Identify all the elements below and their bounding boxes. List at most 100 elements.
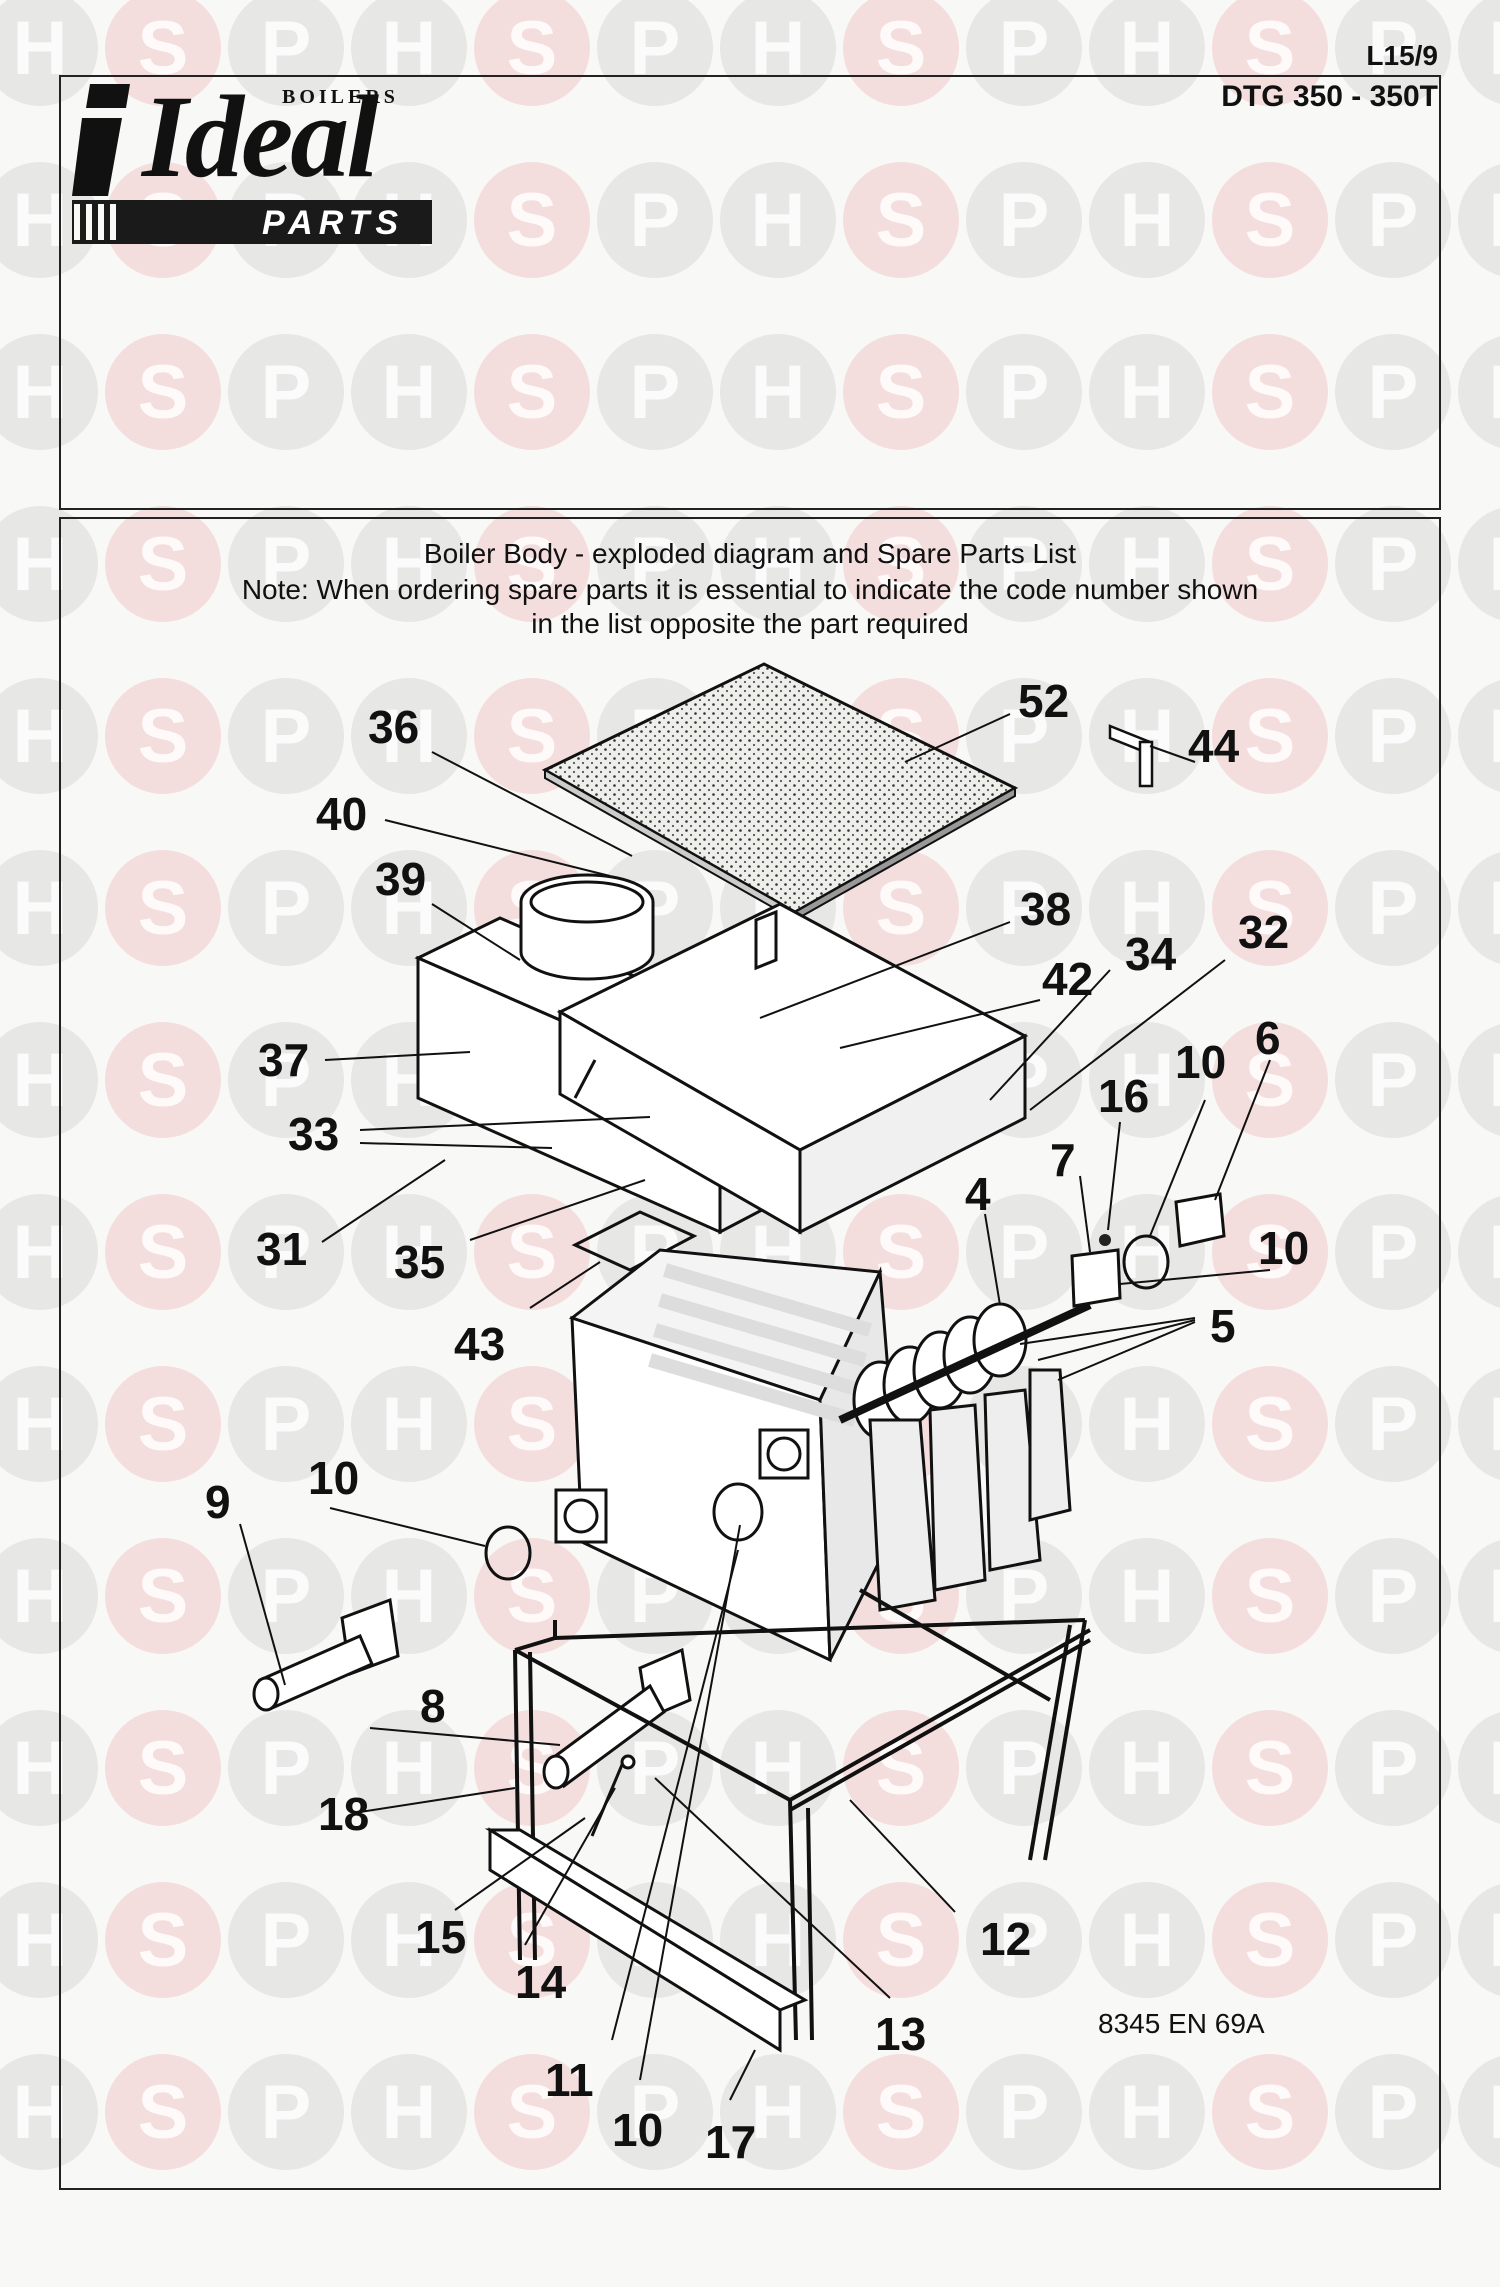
watermark-letter: H [382,1382,437,1467]
watermark-circle [720,334,836,450]
watermark-circle [966,2054,1082,2170]
callout-18: 18 [318,1788,369,1840]
gasket-10-right [1122,1234,1170,1290]
watermark-circle [105,1538,221,1654]
watermark-letter: P [630,350,681,435]
watermark-letter: P [1368,1038,1419,1123]
watermark-letter: H [13,1038,68,1123]
watermark-circle [720,162,836,278]
watermark-circle [0,1538,98,1654]
watermark-circle [966,334,1082,450]
watermark-circle [1335,1882,1451,1998]
leader-lines [239,713,1271,2101]
watermark-letter: P [261,2070,312,2155]
watermark-circle [1458,1712,1500,1824]
watermark-letter: S [138,522,189,607]
watermark-letter: H [382,1898,437,1983]
watermark-letter: H [1489,1898,1500,1983]
watermark-circle [597,162,713,278]
watermark-letter: S [507,1554,558,1639]
callout-16: 16 [1098,1070,1149,1122]
watermark-circle [1458,508,1500,620]
watermark-letter: H [382,1726,437,1811]
watermark-letter: H [1120,350,1175,435]
watermark-letter: H [751,350,806,435]
watermark-letter: S [876,522,927,607]
watermark-letter: S [138,694,189,779]
watermark-circle [966,162,1082,278]
watermark-circle [0,2054,98,2170]
watermark-letter: H [382,1210,437,1295]
watermark-circle [105,506,221,622]
watermark-letter: H [1489,350,1500,435]
watermark-letter: S [876,1210,927,1295]
watermark-circle [1458,680,1500,792]
watermark-letter: P [1368,178,1419,263]
watermark-letter: H [13,1210,68,1295]
watermark-circle [1089,678,1205,794]
logo-i-mark [72,84,130,196]
ordering-note-line1: Note: When ordering spare parts it is es… [241,574,1259,605]
watermark-circle [966,1194,1082,1310]
watermark-circle [351,0,467,106]
watermark-letter: S [138,2070,189,2155]
watermark-letter: H [1489,1554,1500,1639]
watermark-circle [1212,1882,1328,1998]
watermark-circle [351,506,467,622]
watermark-circle [1089,334,1205,450]
callout-52: 52 [1018,675,1069,727]
watermark-letter: P [1368,1554,1419,1639]
watermark-circle [105,678,221,794]
watermark-circle [228,1538,344,1654]
watermark-circle [720,2054,836,2170]
watermark-letter: P [999,1898,1050,1983]
inspection-cover-6 [1174,1192,1226,1248]
watermark-letter: H [13,1554,68,1639]
watermark-circle [351,850,467,966]
watermark-letter: S [507,178,558,263]
watermark-circle [1335,506,1451,622]
watermark-letter: P [1368,1382,1419,1467]
watermark-letter: S [507,694,558,779]
watermark-circle [0,0,98,106]
callout-12: 12 [980,1913,1031,1965]
watermark-circle [720,0,836,106]
watermark-letter: P [1368,1210,1419,1295]
watermark-circle [966,1882,1082,1998]
watermark-circle [351,2054,467,2170]
callout-17: 17 [705,2116,756,2168]
watermark-letter: H [1489,2070,1500,2155]
watermark-letter: H [382,694,437,779]
watermark-circle [474,2054,590,2170]
watermark-letter: S [1245,1898,1296,1983]
watermark-letter: P [1368,522,1419,607]
watermark-circle [843,162,959,278]
watermark-circle [474,334,590,450]
watermark-circle [0,334,98,450]
watermark-circle [1458,336,1500,448]
watermark-circle [843,1882,959,1998]
callout-37: 37 [258,1034,309,1086]
watermark-letter: H [751,1898,806,1983]
watermark-letter: S [1245,2070,1296,2155]
callout-4: 4 [965,1168,991,1220]
watermark-circle [1458,1368,1500,1480]
watermark-circle [105,2054,221,2170]
clip-44 [1108,724,1154,788]
watermark-letter: S [138,1554,189,1639]
watermark-circle [1212,162,1328,278]
watermark-circle [1458,1024,1500,1136]
watermark-circle [228,1882,344,1998]
watermark-circle [1212,1022,1328,1138]
watermark-circle [228,334,344,450]
watermark-letter: P [261,522,312,607]
watermark-letter: S [1245,178,1296,263]
watermark-circle [1089,162,1205,278]
watermark-circle [966,0,1082,106]
callout-33: 33 [288,1108,339,1160]
watermark-letter: S [138,1898,189,1983]
watermark-letter: P [999,1210,1050,1295]
callout-5: 5 [1210,1300,1236,1352]
watermark-letter: H [13,6,68,91]
drawing-reference: 8345 EN 69A [1098,2008,1265,2039]
